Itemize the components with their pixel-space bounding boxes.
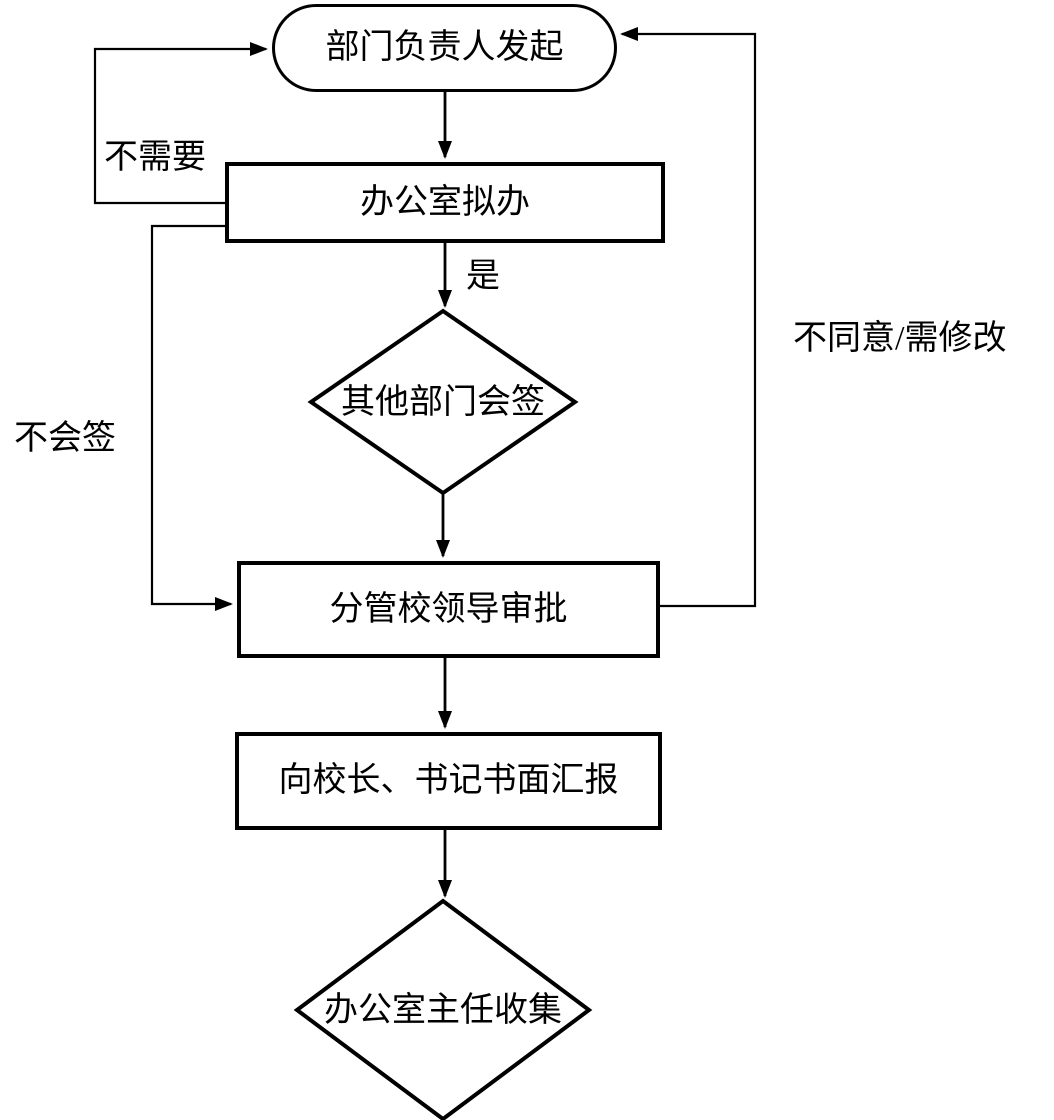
node-collect-shape [293,898,593,1120]
node-written-report: 向校长、书记书面汇报 [235,732,662,830]
node-countersign-shape [307,308,579,496]
node-countersign-label: 其他部门会签 [341,384,545,421]
edge-label-disagree: 不同意/需修改 [793,320,1007,357]
edge-label-yes: 是 [466,258,500,295]
node-office-draft-label: 办公室拟办 [360,183,530,221]
edge-label-not-needed: 不需要 [104,139,206,176]
connector-not-needed-loop [93,42,268,205]
node-start: 部门负责人发起 [272,4,617,92]
node-collect-label: 办公室主任收集 [324,992,562,1029]
node-written-report-label: 向校长、书记书面汇报 [278,762,619,799]
node-office-draft: 办公室拟办 [225,162,665,243]
node-leader-approve-label: 分管校领导审批 [329,590,568,628]
edge-label-no-countersign: 不会签 [14,420,116,457]
node-start-label: 部门负责人发起 [325,29,564,66]
node-leader-approve: 分管校领导审批 [237,561,660,658]
connector-disagree-loop [620,27,757,608]
connector-no-countersign-loop [150,224,233,611]
